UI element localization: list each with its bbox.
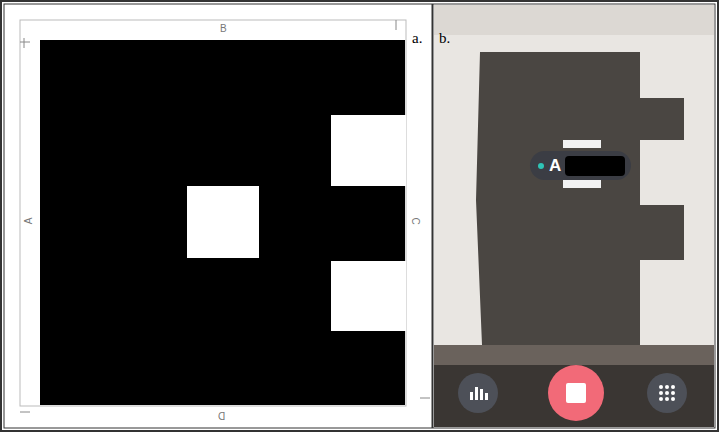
edge-letter: D: [218, 410, 225, 420]
edge-letter: A: [24, 218, 34, 225]
redaction-bar: [565, 156, 625, 176]
status-dot: [538, 163, 544, 169]
edge-letter: B: [220, 24, 227, 34]
panel-label: b.: [439, 31, 450, 46]
panel-label: a.: [412, 31, 422, 46]
edge-letter: C: [410, 217, 420, 224]
ar-overlay-tag: A: [530, 151, 631, 180]
tag-text: A: [549, 157, 561, 174]
